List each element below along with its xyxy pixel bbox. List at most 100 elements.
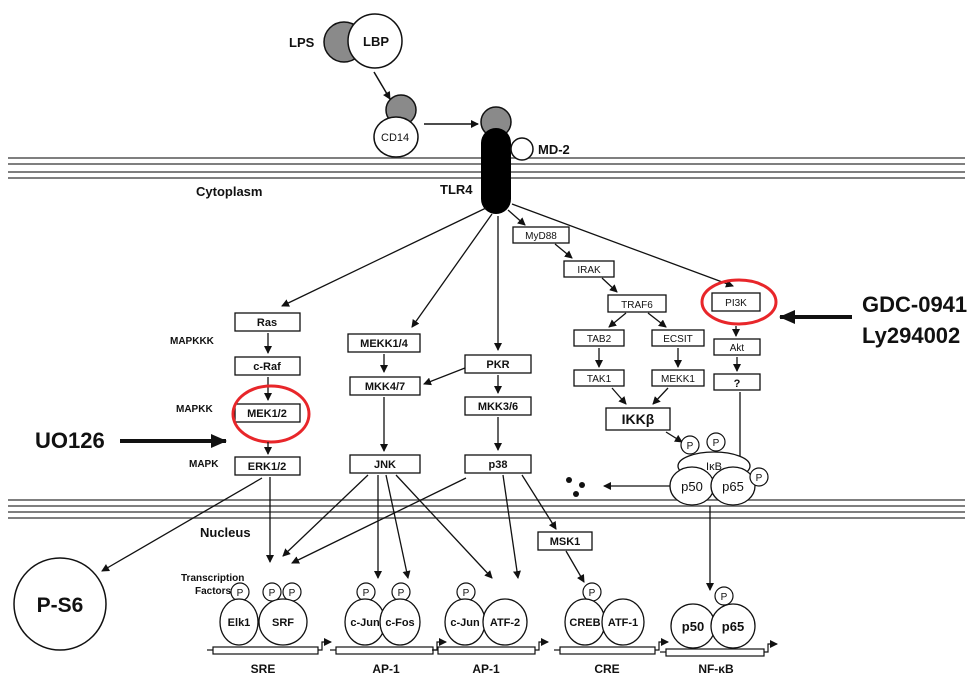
nuc-p65-phospho xyxy=(714,586,734,606)
tier-mapk-label: MAPK xyxy=(189,459,219,470)
cfos-phospho-label: P xyxy=(398,588,405,599)
elk1-phospho-label: P xyxy=(237,588,244,599)
node-mekk14-label: MEKK1/4 xyxy=(360,338,409,350)
cjun2-phospho-label: P xyxy=(463,588,470,599)
node-ras-label: Ras xyxy=(257,317,277,329)
ikb-phospho-2-label: P xyxy=(713,438,720,449)
node-p38-label: p38 xyxy=(489,459,508,471)
arrow-traf6-tab2 xyxy=(608,312,627,328)
arrow-p38-atf2 xyxy=(502,474,521,579)
cfos-label: c-Fos xyxy=(385,617,414,629)
transcription-factors-line1: Transcription xyxy=(181,573,244,584)
node-jnk-label: JNK xyxy=(374,459,396,471)
elk1-label: Elk1 xyxy=(228,617,251,629)
node-p38: p38 xyxy=(464,454,532,474)
arrow-tlr4-mekk14 xyxy=(411,213,493,328)
creb-phospho-label: P xyxy=(589,588,596,599)
node-erk12: ERK1/2 xyxy=(234,456,301,476)
srf-label: SRF xyxy=(272,617,294,629)
node-msk1: MSK1 xyxy=(537,531,593,551)
node-tab2-label: TAB2 xyxy=(587,334,612,345)
node-ecsit: ECSIT xyxy=(651,329,705,347)
tf-group-ap1-1: P P c-Jun c-Fos AP-1 xyxy=(330,582,447,676)
cyto-p65-ellipse xyxy=(710,466,756,506)
node-traf6: TRAF6 xyxy=(607,294,667,313)
node-akt: Akt xyxy=(713,338,761,356)
arrow-pkr-mkk47 xyxy=(423,367,466,386)
node-erk12-label: ERK1/2 xyxy=(248,461,287,473)
atf1-ellipse xyxy=(601,598,645,646)
node-tab2: TAB2 xyxy=(573,329,625,347)
lbp-circle xyxy=(347,13,403,69)
nuc-p50-label: p50 xyxy=(682,619,704,634)
cd14-ellipse xyxy=(373,116,419,158)
elk1-ellipse xyxy=(219,598,259,646)
node-ras: Ras xyxy=(234,312,301,332)
pi3k-highlight-ring xyxy=(700,278,778,326)
srf-phospho-2-label: P xyxy=(289,588,296,599)
sre-label: SRE xyxy=(251,662,276,676)
arrow-tlr4-ras xyxy=(281,207,487,307)
lps-lbp-complex: LPS LBP xyxy=(289,13,403,69)
arrow-myd88-irak xyxy=(554,243,573,259)
cre-dna-bar xyxy=(559,646,656,655)
atf1-label: ATF-1 xyxy=(608,617,638,629)
cre-label: CRE xyxy=(594,662,619,676)
transcription-factors-line2: Factors xyxy=(195,586,232,597)
atf2-ellipse xyxy=(482,598,528,646)
atf2-label: ATF-2 xyxy=(490,617,520,629)
cjun2-label: c-Jun xyxy=(450,617,480,629)
node-mekk1: MEKK1 xyxy=(651,369,705,387)
lbp-label: LBP xyxy=(363,34,389,49)
arrow-p38-msk1 xyxy=(521,474,557,530)
node-mekk14: MEKK1/4 xyxy=(347,333,421,353)
node-traf6-label: TRAF6 xyxy=(621,300,653,311)
nuclear-membrane xyxy=(8,499,965,519)
md2-label: MD-2 xyxy=(538,142,570,157)
node-craf: c-Raf xyxy=(234,356,301,376)
tf-group-sre: P P P Elk1 SRF SRE xyxy=(207,582,332,676)
ps6-label: P-S6 xyxy=(37,594,84,617)
ap1-1-label: AP-1 xyxy=(372,662,400,676)
tier-mapkk-label: MAPKK xyxy=(176,404,213,415)
nuc-p65-ellipse xyxy=(710,603,756,649)
cyto-p65-label: p65 xyxy=(722,479,744,494)
node-unknown-label: ? xyxy=(734,378,741,390)
node-ikkb: IKKβ xyxy=(605,407,671,431)
arrow-msk1-creb xyxy=(565,550,585,583)
node-mek12: MEK1/2 xyxy=(234,403,301,423)
arrow-lbp-cd14 xyxy=(373,71,391,100)
srf-phospho-1-label: P xyxy=(269,588,276,599)
node-pkr: PKR xyxy=(464,354,532,374)
node-irak-label: IRAK xyxy=(577,265,601,276)
ikb-phospho-2 xyxy=(706,432,726,452)
md2-circle xyxy=(510,137,534,161)
ikb-phospho-1 xyxy=(680,435,700,455)
arrow-p38-sre xyxy=(291,477,467,564)
node-mkk47-label: MKK4/7 xyxy=(365,381,405,393)
ikb-label: IκB xyxy=(706,461,722,473)
ps6-circle xyxy=(13,557,107,651)
ikb-phospho-1-label: P xyxy=(687,441,694,452)
node-mekk1-label: MEKK1 xyxy=(661,374,695,385)
cd14-label: CD14 xyxy=(381,132,409,144)
arrow-jnk-atf2 xyxy=(395,474,493,579)
node-myd88: MyD88 xyxy=(512,226,570,244)
nuc-p65-phospho-label: P xyxy=(721,592,728,603)
arrow-jnk-cfos xyxy=(385,474,411,579)
lps-label: LPS xyxy=(289,35,315,50)
cyto-p50-label: p50 xyxy=(681,479,703,494)
node-craf-label: c-Raf xyxy=(253,361,281,373)
nfkb-label: NF-κB xyxy=(698,662,734,676)
arrow-erk12-ps6 xyxy=(101,477,263,572)
tlr4-body xyxy=(481,128,511,214)
ap1-2-dna-bar xyxy=(437,646,536,655)
srf-ellipse xyxy=(258,598,308,646)
creb-label: CREB xyxy=(569,617,600,629)
arrow-irak-traf6 xyxy=(601,277,618,293)
node-ikkb-label: IKKβ xyxy=(622,411,655,427)
node-tak1: TAK1 xyxy=(573,369,625,387)
nuc-p65-label: p65 xyxy=(722,619,744,634)
